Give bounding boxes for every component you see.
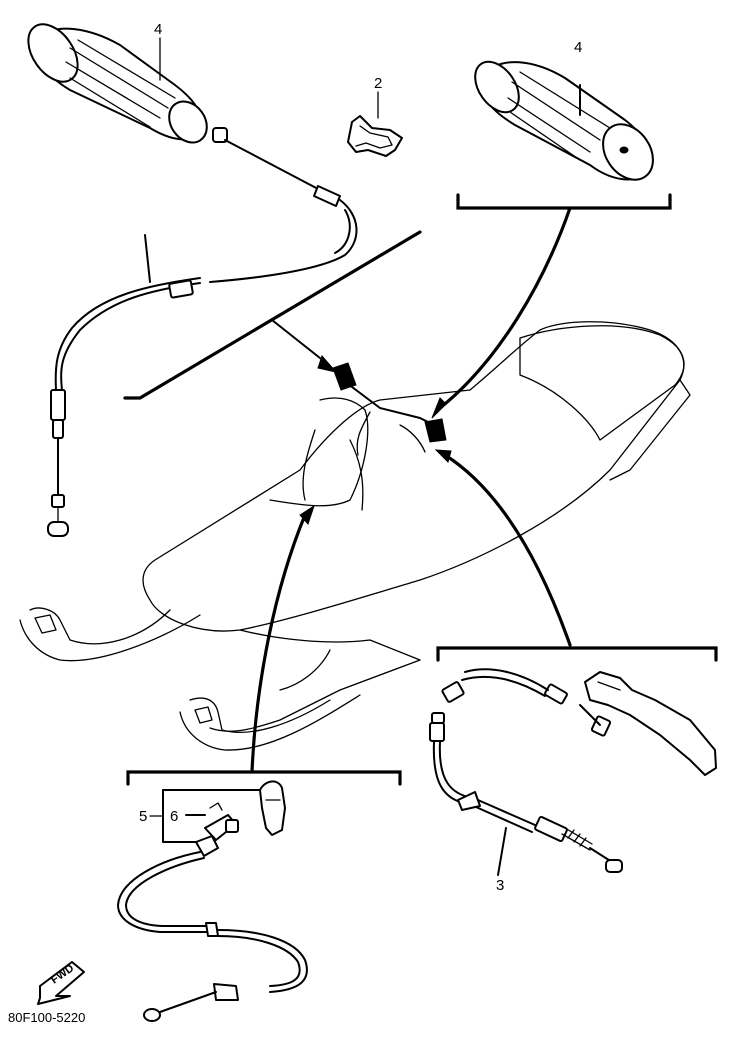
callout-switch-part: 6 [170, 808, 178, 825]
left-bracket [123, 230, 422, 400]
callout-grip-left: 4 [154, 21, 162, 38]
right-bracket [431, 84, 672, 419]
callout-clip: 2 [374, 75, 382, 92]
right-grip [474, 60, 654, 181]
throttle-cable [47, 127, 358, 537]
stop-switch-assembly [117, 504, 402, 1022]
callout-switch-assembly: 5 [139, 808, 147, 825]
left-grip [27, 23, 208, 144]
brake-assembly [429, 449, 718, 876]
clip-part [347, 91, 403, 157]
snowmobile-body [19, 321, 691, 751]
fwd-arrow: FWD [37, 961, 85, 1005]
callout-grip-right: 4 [574, 39, 582, 56]
drawing-code: 80F100-5220 [8, 1010, 85, 1025]
callout-brake-cable: 3 [496, 877, 504, 894]
